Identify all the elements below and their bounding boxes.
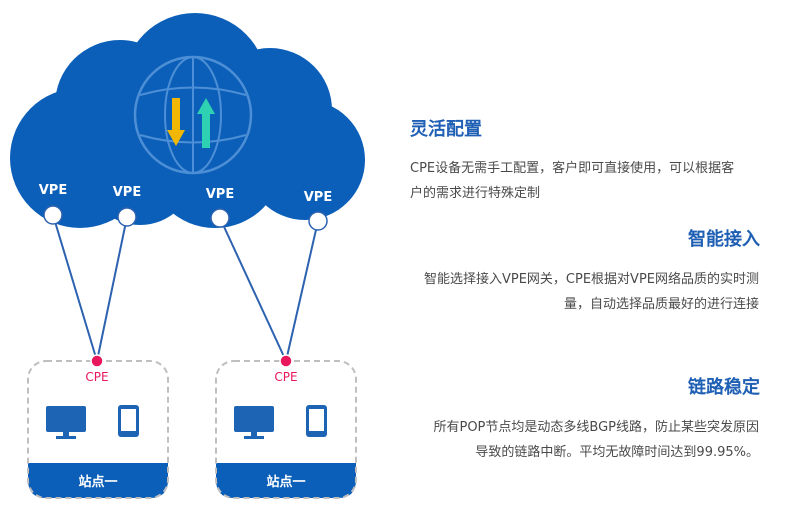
vpe-node [43,205,63,225]
cpe-label: CPE [274,370,297,384]
cpe-label: CPE [85,370,108,384]
link-line [52,214,98,362]
site-band [216,463,356,498]
link-line [285,220,319,362]
vpe-node [210,208,230,228]
site-name: 站点一 [266,474,305,490]
arrow-up-icon [197,98,215,148]
vpe-label: VPE [113,185,141,200]
feature-desc-line: 所有POP节点均是动态多线BGP线路，防止某些突发原因 [433,420,759,435]
feature-title-flexible-config: 灵活配置 [410,119,482,140]
arrow-down-icon [167,98,185,146]
feature-desc-line: 户的需求进行特殊定制 [410,186,541,201]
link-line [219,217,287,362]
site-box: 站点一 [27,360,169,499]
feature-desc-smart-access: 智能选择接入VPE网关，CPE根据对VPE网络品质的实时测 量，自动选择品质最好… [404,267,759,317]
monitor-icon [46,406,86,439]
tablet-icon [118,405,139,437]
cpe-dot [279,354,293,368]
site-box: 站点一 [215,360,357,499]
feature-desc-line: CPE设备无需手工配置，客户即可直接使用，可以根据客 [410,161,735,176]
feature-desc-flexible-config: CPE设备无需手工配置，客户即可直接使用，可以根据客 户的需求进行特殊定制 [410,156,765,206]
feature-title-stable-link: 链路稳定 [688,377,760,398]
feature-desc-line: 导致的链路中断。平均无故障时间达到99.95%。 [475,445,759,460]
vpe-node [117,207,137,227]
feature-desc-line: 量，自动选择品质最好的进行连接 [563,297,759,312]
site-name: 站点一 [78,474,117,490]
monitor-icon [234,406,274,439]
vpe-label: VPE [39,183,67,198]
feature-desc-stable-link: 所有POP节点均是动态多线BGP线路，防止某些突发原因 导致的链路中断。平均无故… [404,415,759,465]
tablet-icon [306,405,327,437]
vpe-label: VPE [304,190,332,205]
link-lines [52,214,319,362]
cpe-dot [90,354,104,368]
feature-desc-line: 智能选择接入VPE网关，CPE根据对VPE网络品质的实时测 [423,272,759,287]
network-diagram: VPE VPE VPE VPE 站点一 CPE 站点一 [10,13,365,499]
link-line [96,216,128,362]
vpe-label: VPE [206,187,234,202]
vpe-node [308,211,328,231]
feature-title-smart-access: 智能接入 [688,229,760,250]
globe-icon [133,55,253,175]
site-band [28,463,168,498]
